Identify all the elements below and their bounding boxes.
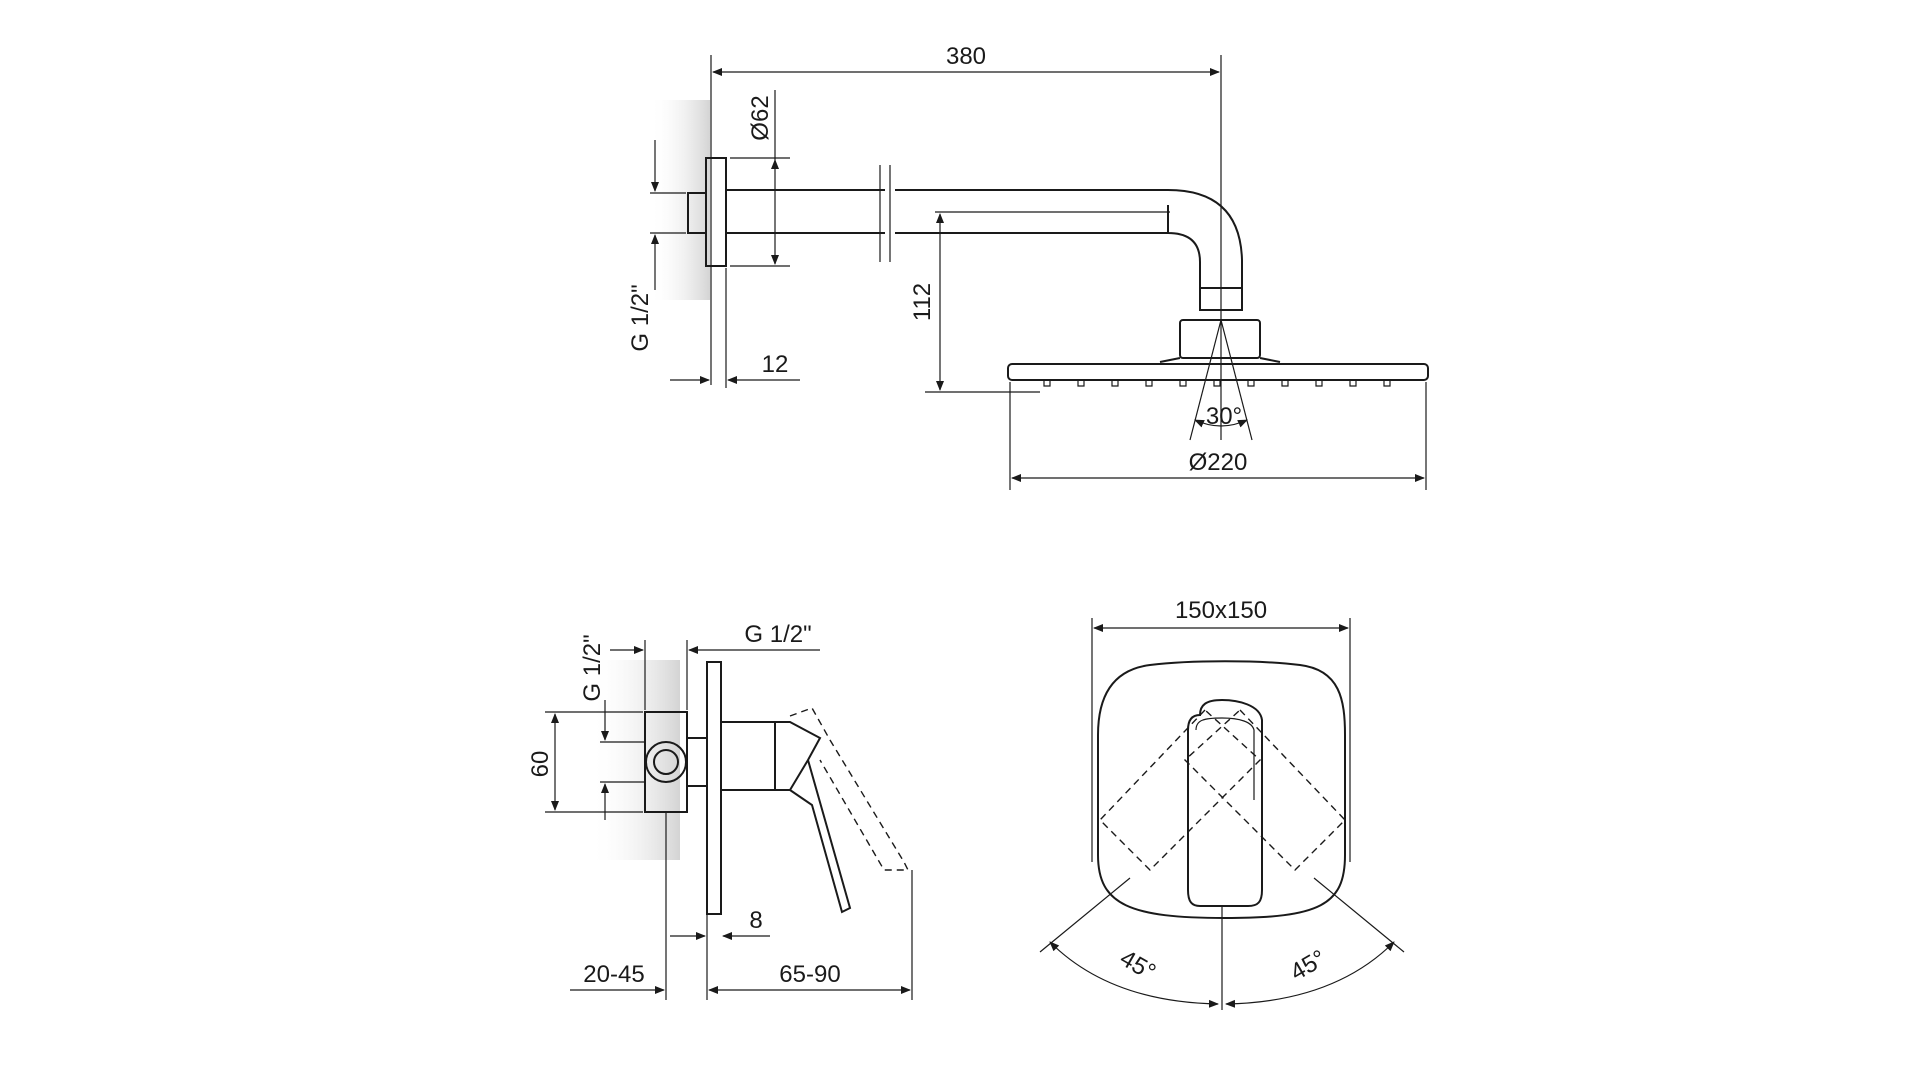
rotation-ext-right (1313, 877, 1405, 953)
front-lever-rotated-left (1099, 709, 1262, 871)
valve-cartridge-stub (686, 737, 708, 787)
dim-60-label: 60 (527, 751, 554, 778)
dim-2045-label: 20-45 (583, 961, 644, 988)
mixer-side-view: G 1/2" G 1/2" 60 8 20-45 65-90 (527, 621, 913, 1000)
rotation-arc-right (1225, 941, 1395, 1008)
shower-arm-view: 380 Ø62 G 1/2" 12 112 30° Ø220 (627, 43, 1429, 490)
mixer-front-view: 150x150 45° 45° (1039, 597, 1405, 1010)
dim-6590-label: 65-90 (779, 961, 840, 988)
dim-outlet-label: G 1/2" (579, 634, 606, 701)
dim-112-label: 112 (909, 283, 936, 321)
dim-380-label: 380 (946, 43, 986, 70)
wall-flange (705, 157, 727, 267)
housing-skirt (1159, 357, 1281, 363)
valve-outlet-inner (653, 749, 679, 775)
dim-150-label: 150x150 (1175, 597, 1267, 624)
dim-12-label: 12 (762, 351, 789, 378)
dim-8-label: 8 (749, 907, 762, 934)
dim-thread-label: G 1/2" (627, 284, 654, 351)
wall-shadow-bottom (590, 660, 680, 860)
ball-joint-housing (1179, 319, 1261, 359)
shower-head-plate (1007, 363, 1429, 381)
rotation-right-label: 45° (1286, 945, 1331, 987)
spray-nozzles (1043, 380, 1391, 387)
rotation-ext-left (1039, 877, 1131, 953)
mixer-lever (789, 759, 852, 914)
front-lever-highlight (1195, 717, 1255, 800)
spray-angle-arc (1194, 419, 1248, 428)
front-lever-rotated-right (1183, 709, 1346, 871)
shower-arm-left (726, 189, 885, 234)
mixer-spindle (721, 721, 776, 791)
wall-shadow-top (650, 100, 710, 300)
dim-62-label: Ø62 (747, 95, 774, 140)
rotation-left-label: 45° (1115, 945, 1160, 987)
spray-angle-label: 30° (1206, 403, 1242, 430)
dim-220-label: Ø220 (1189, 449, 1248, 476)
front-cover-plate (1097, 660, 1346, 920)
front-lever (1187, 698, 1263, 907)
break-marks (879, 165, 891, 262)
shower-arm-bend (895, 189, 1243, 288)
rotation-arc-left (1049, 941, 1219, 1008)
cover-plate (706, 661, 722, 915)
dim-inlet-label: G 1/2" (744, 621, 811, 648)
